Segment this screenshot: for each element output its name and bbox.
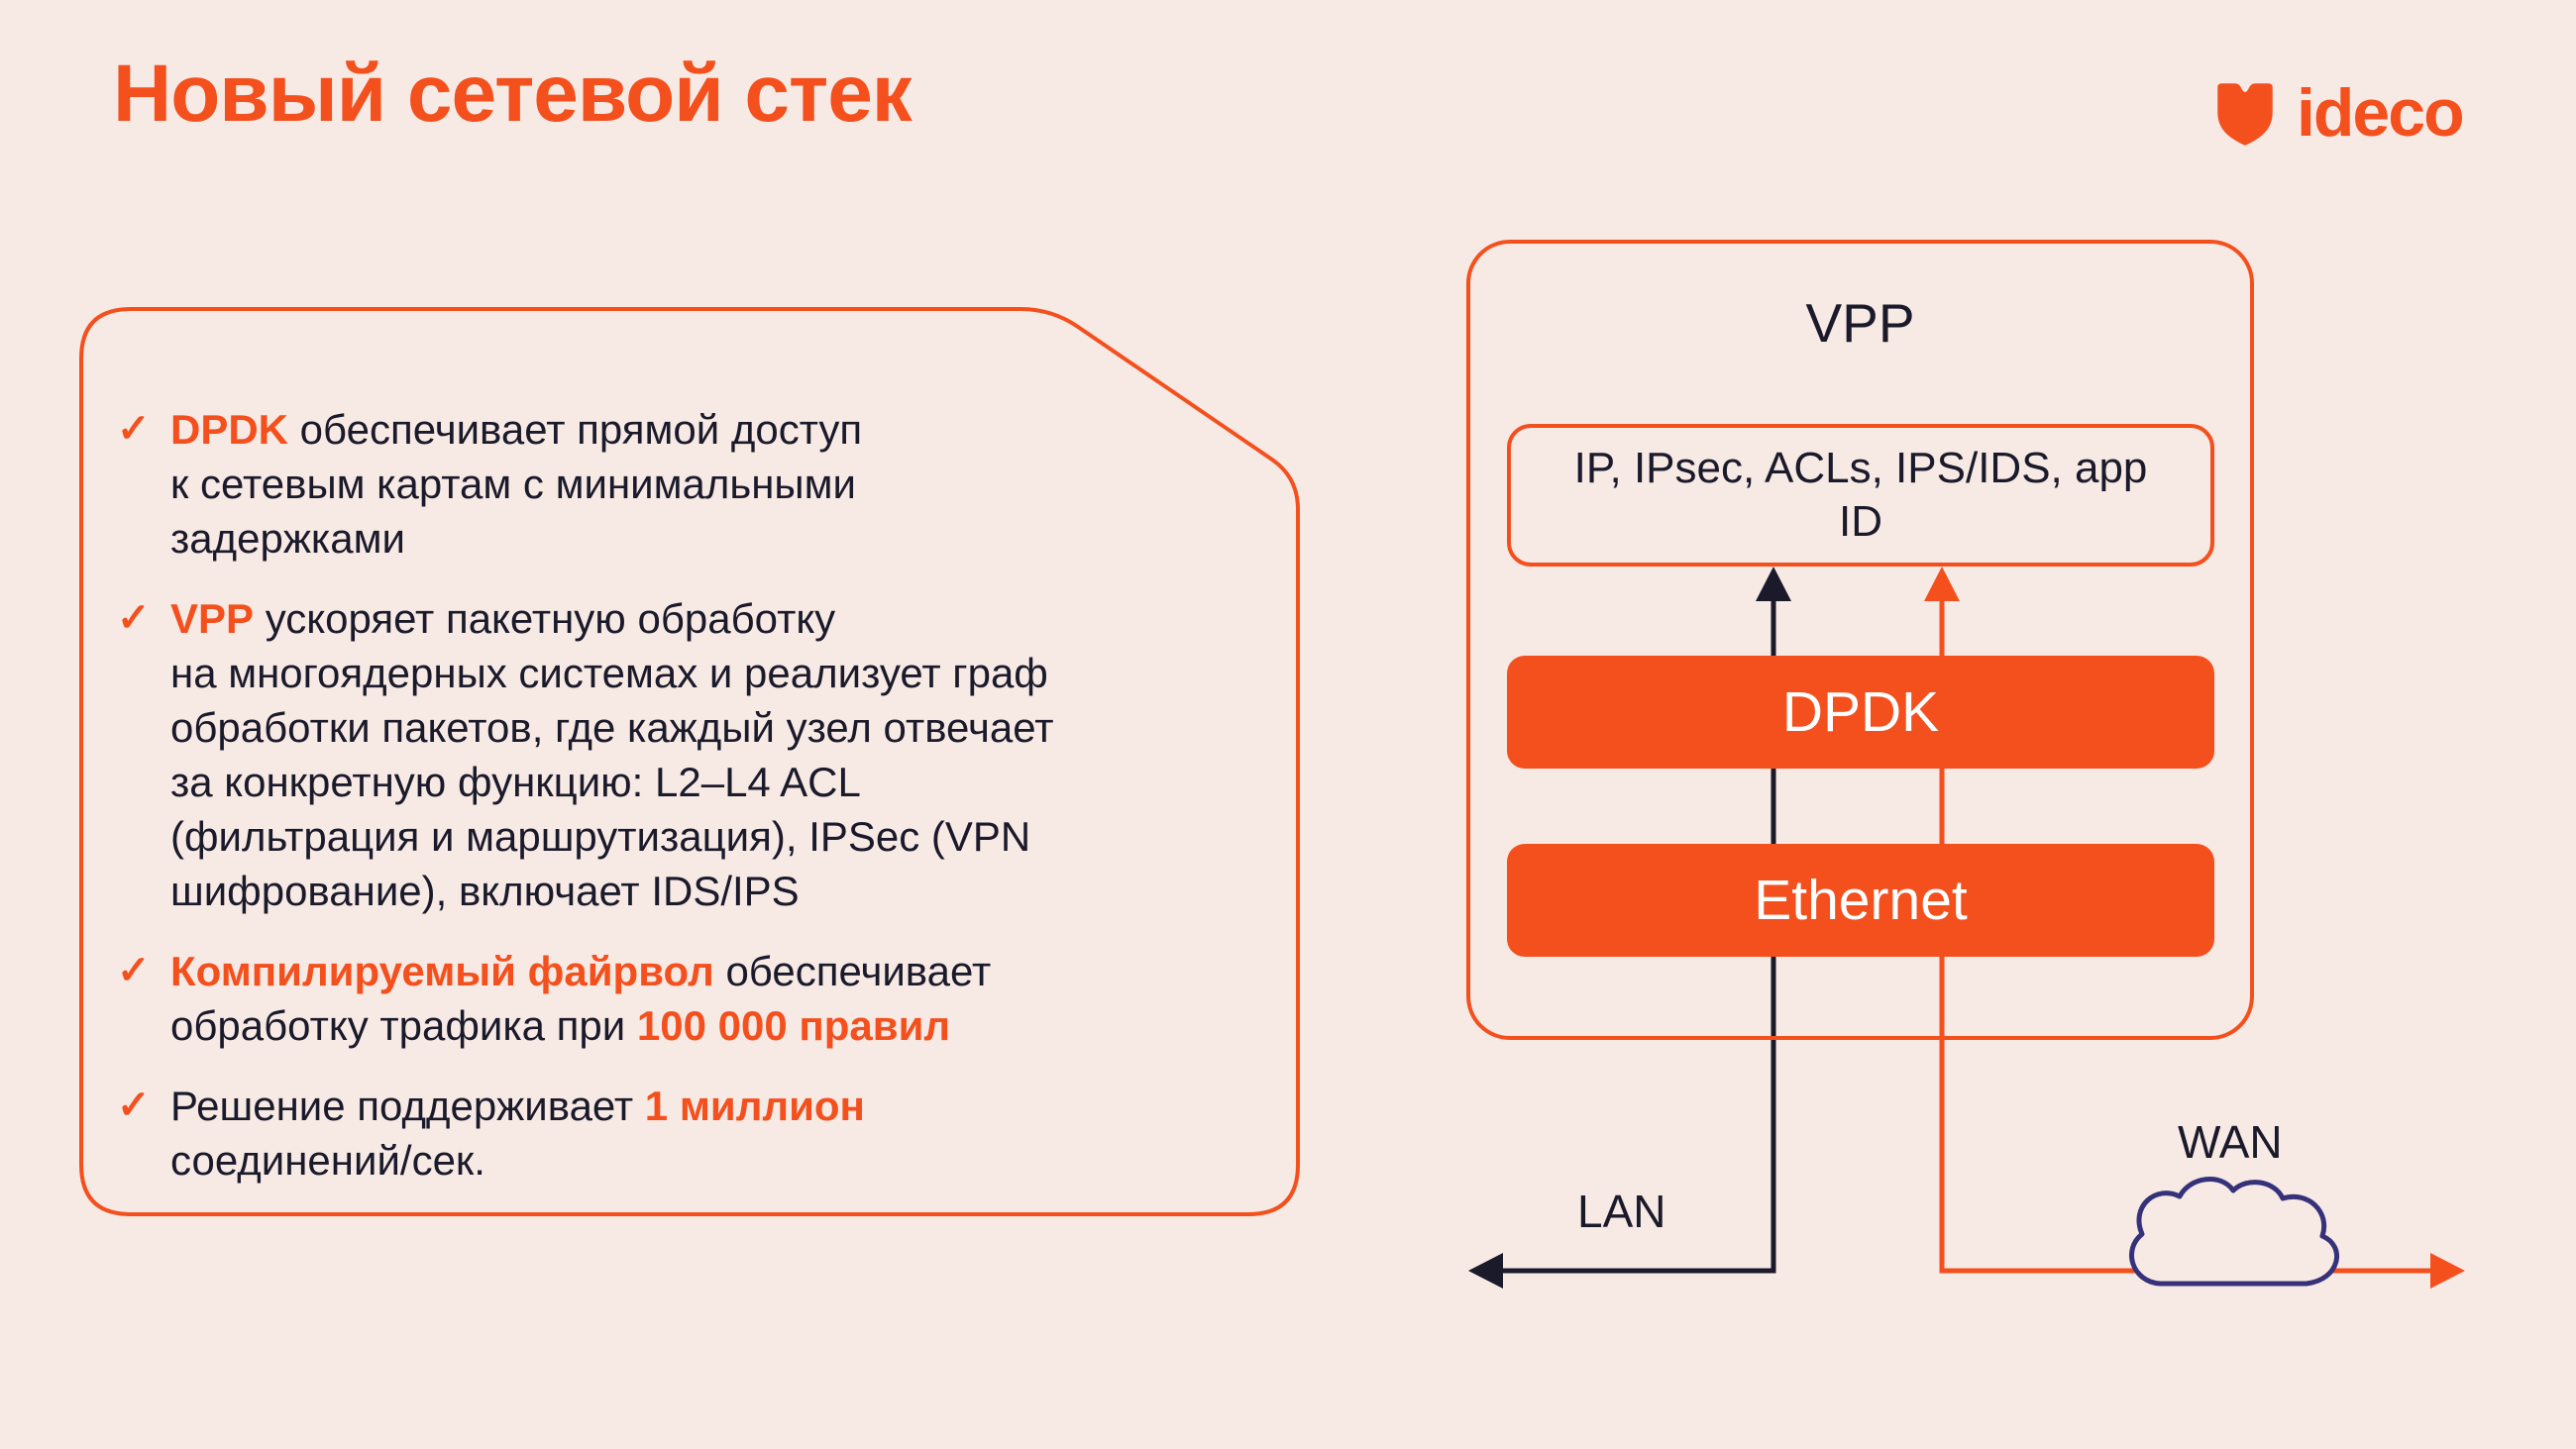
dpdk-box: DPDK <box>1507 656 2214 769</box>
feature-list: ✓ DPDK обеспечивает прямой доступ к сете… <box>117 402 1266 1188</box>
feature-text: Компилируемый файрвол обеспечивает обраб… <box>170 948 992 1049</box>
ethernet-label: Ethernet <box>1754 869 1968 932</box>
lan-arrowhead-left <box>1468 1253 1503 1289</box>
feature-text: VPP ускоряет пакетную обработку на много… <box>170 595 1054 914</box>
dpdk-label: DPDK <box>1781 680 1940 744</box>
logo-text: ideco <box>2297 75 2465 151</box>
ip-services-box: IP, IPsec, ACLs, IPS/IDS, app ID <box>1507 424 2214 567</box>
check-icon: ✓ <box>117 949 151 992</box>
shield-icon <box>2217 83 2273 146</box>
lan-arrowhead-up <box>1756 567 1791 601</box>
cloud-icon <box>2129 1177 2340 1287</box>
check-icon: ✓ <box>117 596 151 640</box>
ip-services-label: IP, IPsec, ACLs, IPS/IDS, app ID <box>1573 444 2148 546</box>
lan-label: LAN <box>1577 1186 1666 1237</box>
ethernet-box: Ethernet <box>1507 844 2214 957</box>
check-icon: ✓ <box>117 407 151 451</box>
wan-arrowhead-up <box>1924 567 1960 601</box>
feature-item-firewall: ✓ Компилируемый файрвол обеспечивает обр… <box>117 944 1266 1053</box>
vpp-container-box <box>1466 240 2254 1040</box>
feature-box-outline <box>79 307 1300 1216</box>
page-title: Новый сетевой стек <box>113 49 912 139</box>
wan-label: WAN <box>2178 1116 2283 1168</box>
feature-text: Решение поддерживает 1 миллион соединени… <box>170 1083 865 1184</box>
feature-item-connections: ✓ Решение поддерживает 1 миллион соедине… <box>117 1079 1266 1188</box>
feature-item-vpp: ✓ VPP ускоряет пакетную обработку на мно… <box>117 591 1266 918</box>
check-icon: ✓ <box>117 1084 151 1127</box>
feature-item-dpdk: ✓ DPDK обеспечивает прямой доступ к сете… <box>117 402 1266 566</box>
logo: ideco <box>2209 75 2465 151</box>
wan-arrowhead-right <box>2430 1253 2465 1289</box>
vpp-label: VPP <box>1805 292 1915 354</box>
lan-arrow <box>1468 567 1791 1289</box>
feature-text: DPDK обеспечивает прямой доступ к сетевы… <box>170 406 863 562</box>
